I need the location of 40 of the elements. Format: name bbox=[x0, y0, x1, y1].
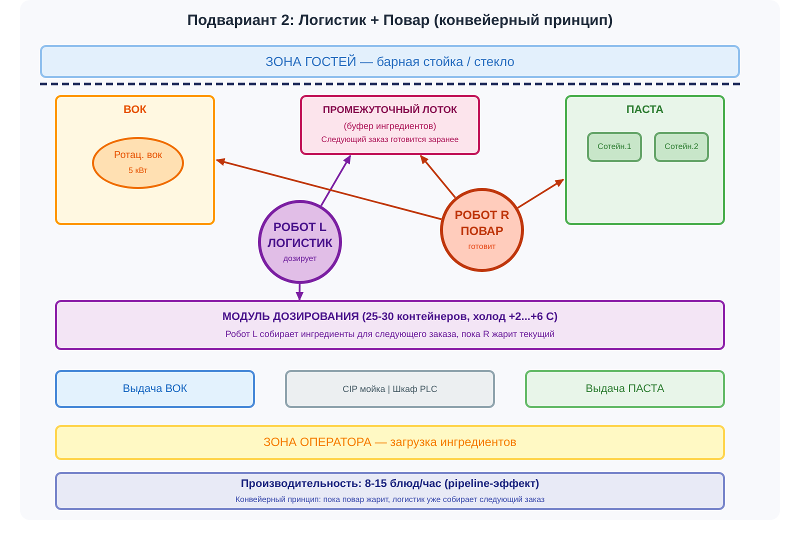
station-box bbox=[285, 370, 495, 408]
box-subtitle: Конвейерный принцип: пока повар жарит, логистик уже собирает следующий заказ bbox=[235, 494, 545, 506]
box-heading: CIP мойка | Шкаф PLC bbox=[342, 382, 438, 396]
station-box bbox=[565, 95, 725, 225]
box-heading: ВОК bbox=[124, 103, 146, 118]
box-subtitle: дозирует bbox=[283, 254, 317, 266]
box-subtitle: готовит bbox=[468, 242, 496, 254]
box-heading: Производительность: 8-15 блюд/час (pipeline-эффект) bbox=[240, 476, 540, 492]
box-subtitle: 5 кВт bbox=[128, 166, 148, 177]
info-box bbox=[55, 472, 725, 510]
station-box bbox=[55, 370, 255, 408]
box-subtitle: (буфер ингредиентов) bbox=[344, 120, 436, 132]
zone-band bbox=[55, 425, 725, 460]
arrow bbox=[320, 154, 352, 206]
box-heading: ПАСТА bbox=[626, 103, 664, 118]
zone-band bbox=[40, 45, 740, 78]
box-heading: Сотейн.1 bbox=[598, 142, 632, 152]
module-box bbox=[55, 300, 725, 350]
title: Подвариант 2: Логистик + Повар (конвейерный принцип) bbox=[186, 12, 614, 29]
station-box bbox=[300, 95, 480, 155]
pan-box bbox=[654, 132, 709, 162]
arrow bbox=[216, 158, 442, 220]
box-heading: Сотейн.2 bbox=[664, 142, 698, 152]
box-heading: Выдача ВОК bbox=[122, 382, 188, 396]
box-note: Следующий заказ готовится заранее bbox=[321, 135, 459, 146]
box-heading: Выдача ПАСТА bbox=[586, 382, 664, 396]
station-box bbox=[55, 95, 215, 225]
arrow bbox=[296, 284, 304, 301]
box-heading: РОБОТ R ПОВАР bbox=[454, 206, 510, 240]
box-heading: ЗОНА ОПЕРАТОРА — загрузка ингредиентов bbox=[263, 434, 516, 451]
arrow bbox=[420, 154, 456, 198]
box-heading: ПРОМЕЖУТОЧНЫЙ ЛОТОК bbox=[322, 104, 458, 118]
pan-box bbox=[587, 132, 642, 162]
station-box bbox=[525, 370, 725, 408]
box-heading: РОБОТ L ЛОГИСТИК bbox=[266, 218, 334, 252]
box-heading: МОДУЛЬ ДОЗИРОВАНИЯ (25-30 контейнеров, холод +2...+6 С) bbox=[222, 310, 558, 325]
box-heading: Ротац. вок bbox=[114, 149, 162, 163]
box-subtitle: Робот L собирает ингредиенты для следующего заказа, пока R жарит текущий bbox=[225, 328, 555, 340]
arrow bbox=[517, 178, 564, 209]
box-heading: ЗОНА ГОСТЕЙ — барная стойка / стекло bbox=[266, 52, 514, 70]
